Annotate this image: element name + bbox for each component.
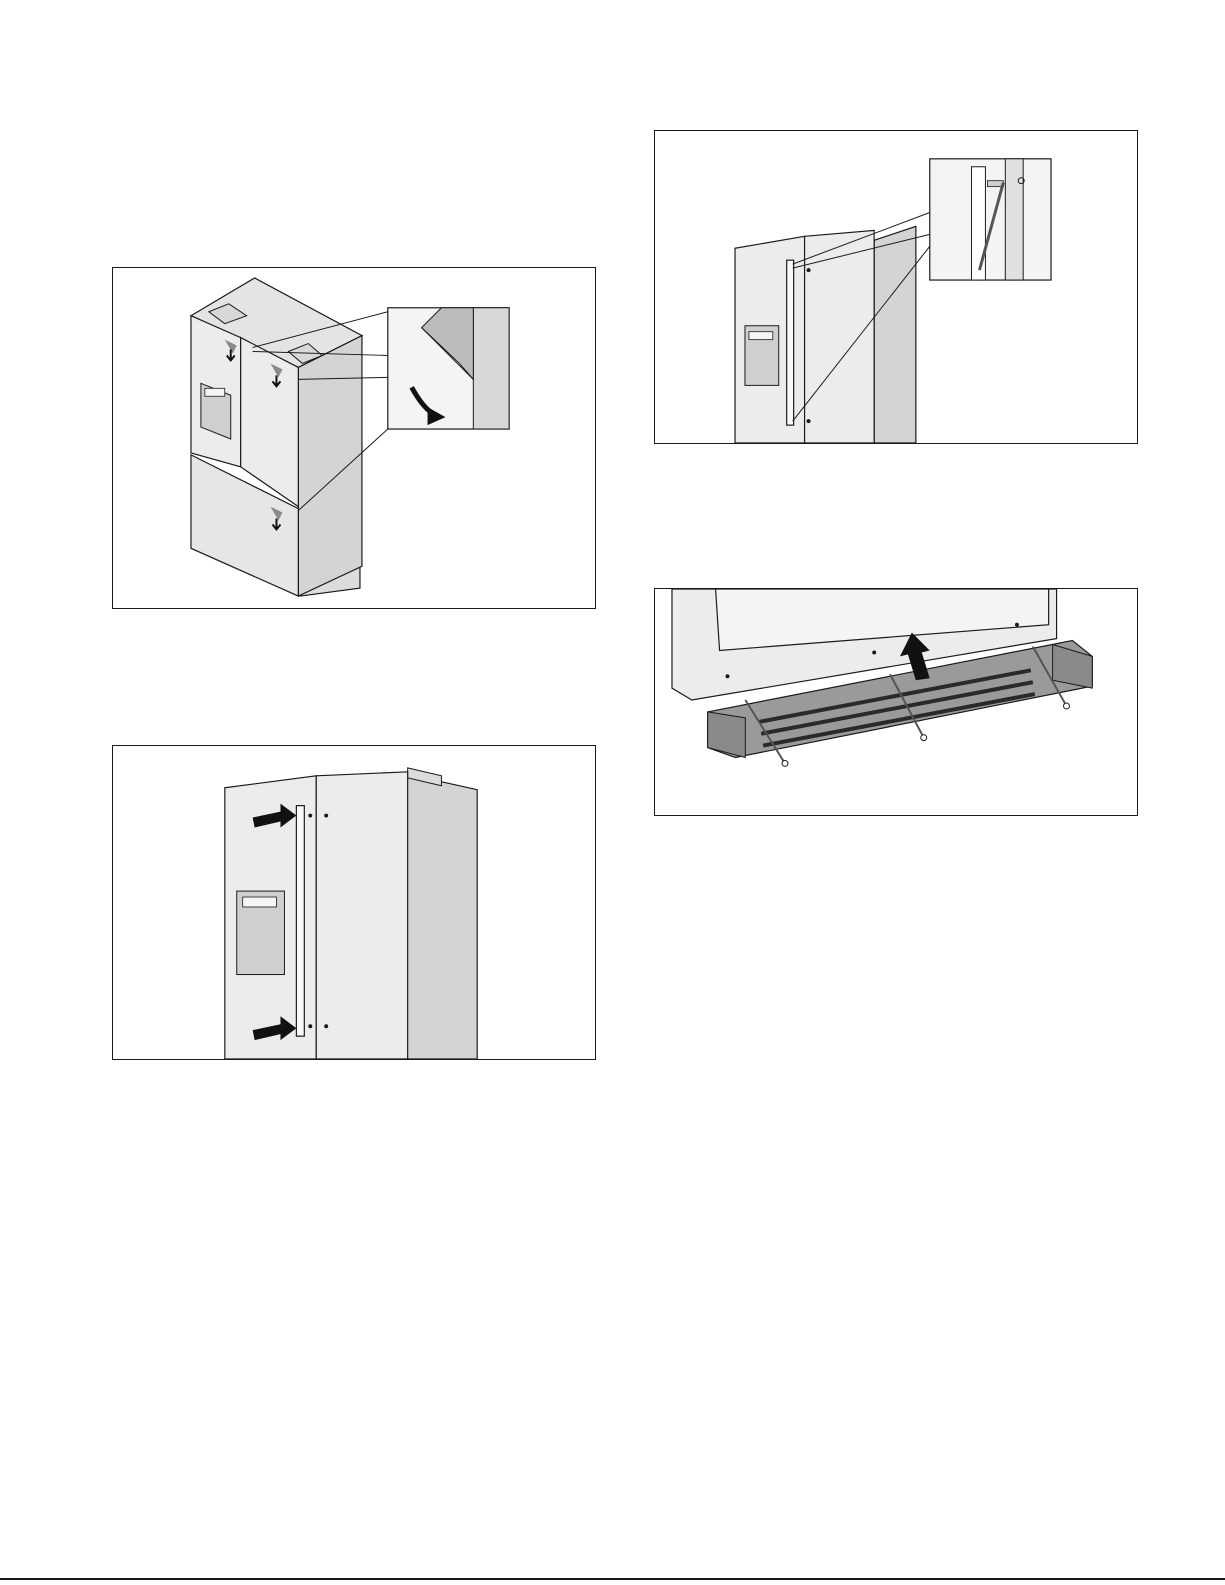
peel-protective-film-illustration	[113, 268, 595, 608]
figure-peel-film	[112, 267, 596, 609]
figure-mount-grille	[654, 588, 1138, 816]
page-bottom-rule	[0, 1578, 1225, 1580]
figure-attach-handle	[112, 745, 596, 1060]
mount-toe-kick-grille-illustration	[655, 589, 1137, 815]
attach-door-handle-illustration	[113, 746, 595, 1059]
tighten-handle-screw-illustration	[655, 131, 1137, 443]
figure-tighten-handle	[654, 130, 1138, 444]
